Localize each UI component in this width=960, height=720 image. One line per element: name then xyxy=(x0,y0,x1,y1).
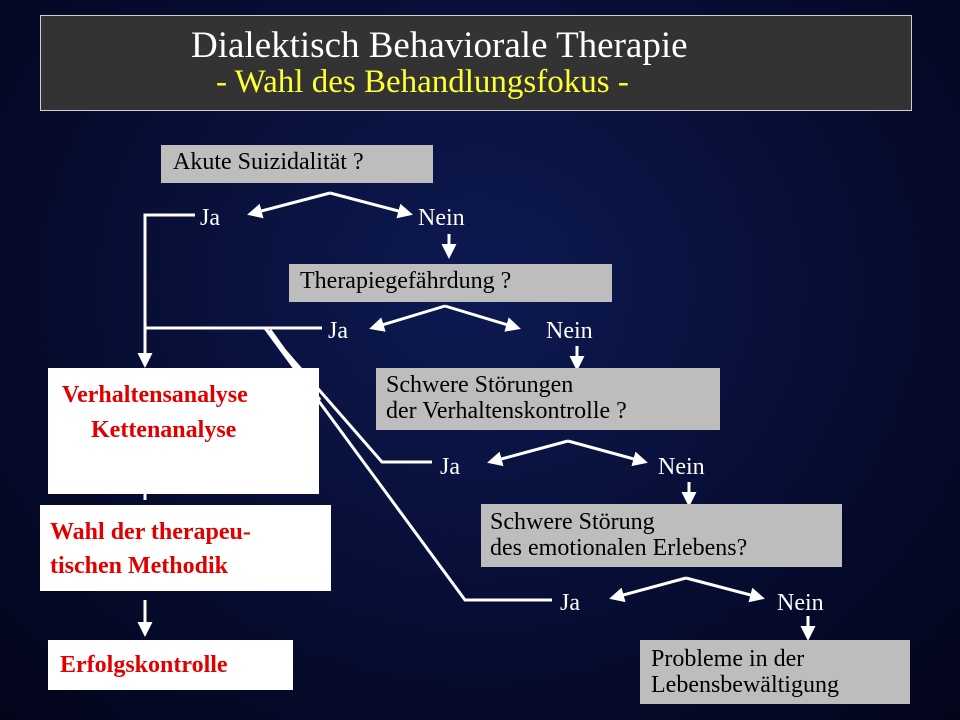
answer-ja-1: Ja xyxy=(200,205,220,231)
question-behavior-control-line1: Schwere Störungen xyxy=(386,372,574,398)
fork-3-left xyxy=(487,439,569,467)
answer-ja-2: Ja xyxy=(328,318,348,344)
answer-nein-3: Nein xyxy=(658,454,705,480)
slide-title: Dialektisch Behaviorale Therapie xyxy=(191,25,688,66)
title-box: Dialektisch Behaviorale Therapie - Wahl … xyxy=(40,15,912,111)
answer-nein-2: Nein xyxy=(546,318,593,344)
fork-3-right xyxy=(567,439,648,467)
question-acute-suicidality: Akute Suizidalität ? xyxy=(161,145,433,183)
question-emotional-experience-line1: Schwere Störung xyxy=(490,509,655,535)
question-emotional-experience-line2: des emotionalen Erlebens? xyxy=(490,535,748,561)
question-therapy-endangerment-text: Therapiegefährdung ? xyxy=(300,268,512,294)
question-life-coping-line1: Probleme in der xyxy=(651,646,805,672)
step-method-selection-line1: Wahl der therapeu- xyxy=(50,519,251,545)
step-method-selection: Wahl der therapeu- tischen Methodik xyxy=(40,505,331,591)
fork-4-left xyxy=(609,576,687,603)
fork-1-left xyxy=(247,191,331,219)
question-therapy-endangerment: Therapiegefährdung ? xyxy=(289,264,612,302)
step-behavior-analysis-line1: Verhaltensanalyse xyxy=(62,382,248,408)
question-emotional-experience: Schwere Störung des emotionalen Erlebens… xyxy=(481,504,842,567)
question-acute-suicidality-text: Akute Suizidalität ? xyxy=(173,149,364,175)
ja-1-path xyxy=(137,213,195,368)
fork-2-right xyxy=(444,304,521,332)
fork-1-right xyxy=(329,191,413,219)
question-life-coping-line2: Lebensbewältigung xyxy=(651,672,839,698)
step-method-selection-line2: tischen Methodik xyxy=(50,553,229,579)
step-success-control: Erfolgskontrolle xyxy=(48,640,293,690)
answer-nein-4: Nein xyxy=(777,590,824,616)
question-life-coping: Probleme in der Lebensbewältigung xyxy=(640,640,910,704)
step-behavior-analysis: Verhaltensanalyse Kettenanalyse xyxy=(48,368,319,494)
step-success-control-text: Erfolgskontrolle xyxy=(60,652,228,678)
question-behavior-control: Schwere Störungen der Verhaltenskontroll… xyxy=(376,368,720,430)
question-behavior-control-line2: der Verhaltenskontrolle ? xyxy=(386,398,627,424)
answer-ja-3: Ja xyxy=(440,454,460,480)
ja-4-path xyxy=(263,327,552,602)
step-behavior-analysis-line2: Kettenanalyse xyxy=(91,417,237,443)
answer-nein-1: Nein xyxy=(418,205,465,231)
answer-ja-4: Ja xyxy=(560,590,580,616)
slide-subtitle: - Wahl des Behandlungsfokus - xyxy=(216,64,629,100)
fork-4-right xyxy=(685,576,765,603)
fork-2-left xyxy=(369,304,446,332)
